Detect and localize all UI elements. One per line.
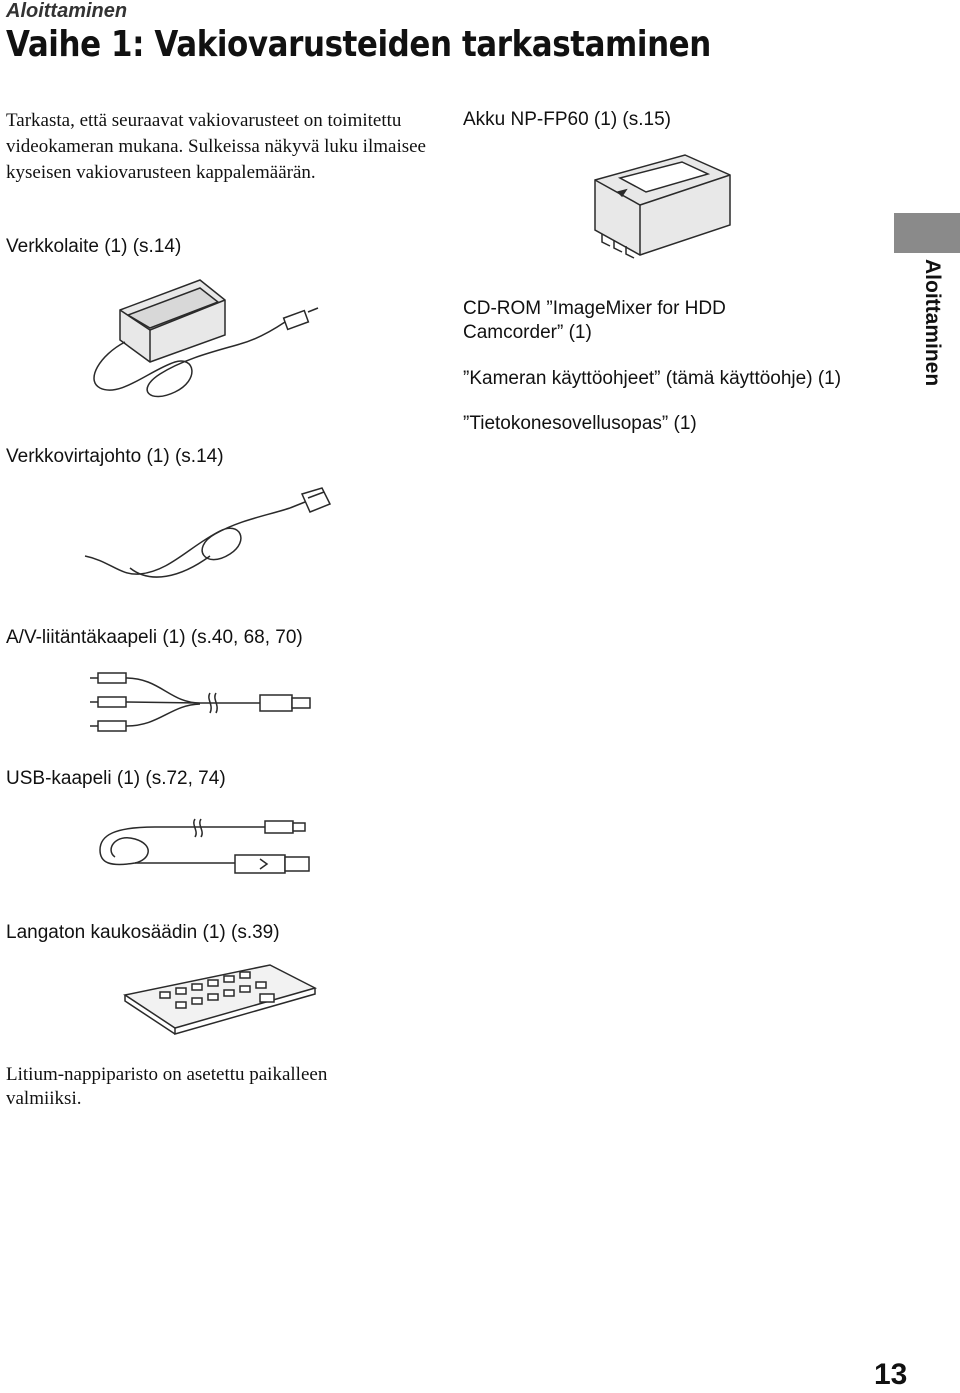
page-number: 13 [874, 1358, 908, 1391]
power-cord-label: Verkkovirtajohto (1) (s.14) [6, 446, 224, 467]
ac-adaptor-label: Verkkolaite (1) (s.14) [6, 236, 182, 257]
side-tab-label: Aloittaminen [921, 259, 944, 387]
remote-label: Langaton kaukosäädin (1) (s.39) [6, 922, 280, 943]
battery-illustration [590, 150, 740, 270]
av-cable-label: A/V-liitäntäkaapeli (1) (s.40, 68, 70) [6, 627, 303, 648]
usb-cable-illustration [95, 815, 320, 885]
cdrom-label-line2: Camcorder” (1) [463, 322, 592, 343]
av-cable-illustration [90, 665, 320, 745]
battery-note: Litium-nappiparisto on asetettu paikalle… [6, 1064, 328, 1109]
power-cord-illustration [80, 486, 340, 596]
pc-guide-label: ”Tietokonesovellusopas” (1) [463, 413, 697, 434]
intro-paragraph: Tarkasta, että seuraavat vakiovarusteet … [6, 110, 426, 183]
ac-adaptor-illustration [80, 270, 330, 420]
usb-cable-label: USB-kaapeli (1) (s.72, 74) [6, 768, 226, 789]
page-title: Vaihe 1: Vakiovarusteiden tarkastaminen [6, 24, 711, 65]
cdrom-label-line1: CD-ROM ”ImageMixer for HDD [463, 298, 726, 319]
side-tab-marker [894, 213, 960, 253]
section-label: Aloittaminen [6, 0, 128, 22]
manual-label: ”Kameran käyttöohjeet” (tämä käyttöohje)… [463, 368, 842, 389]
battery-label: Akku NP-FP60 (1) (s.15) [463, 109, 671, 130]
remote-illustration [120, 960, 320, 1040]
